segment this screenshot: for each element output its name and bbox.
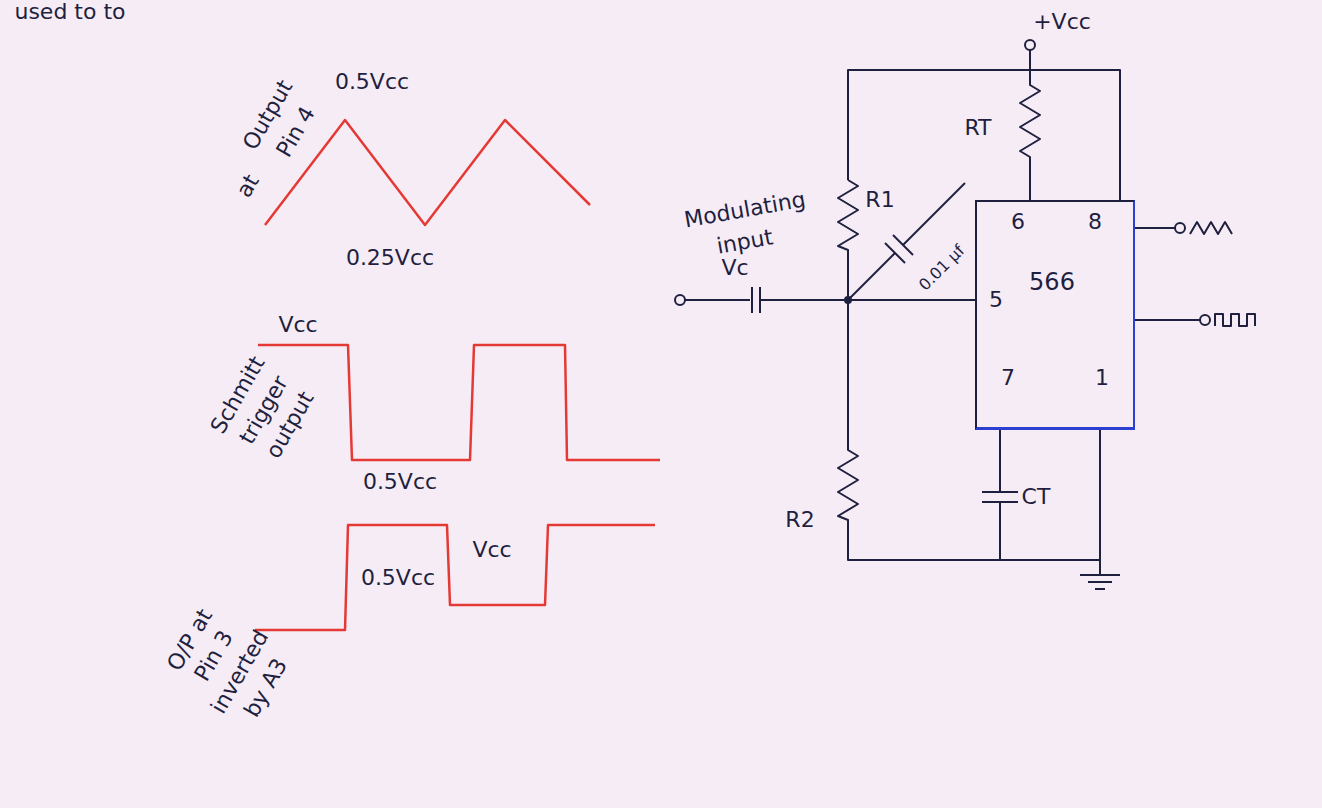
supply-wire [848,70,1120,200]
resistor-symbol [1020,70,1040,200]
pin-number: 7 [1001,367,1015,389]
component-label: RT [964,117,991,139]
waveform-caption: at [233,171,263,201]
resistor-symbol [838,300,1100,560]
waveforms [255,120,660,630]
voltage-level: 0.25Vcc [346,247,434,269]
chip-number: 566 [1029,270,1075,294]
voltage-level: Vcc [278,314,317,336]
capacitor-symbol [751,287,753,313]
input-terminal [675,295,685,305]
wiring [675,40,1255,589]
inverted-square-wave [255,525,655,630]
pin-number: 1 [1095,367,1109,389]
note-text: used to to [14,1,125,23]
ground-symbol [1080,574,1120,576]
input-label: input [715,226,775,257]
voltage-level: 0.5Vcc [363,471,437,493]
voltage-level: Vcc [472,539,511,561]
component-label: R1 [865,189,894,211]
pin-number: 8 [1088,211,1102,233]
triangle-symbol [1190,222,1232,234]
triangle-wave [265,120,590,225]
resistor-symbol [838,180,858,300]
voltage-level: 0.5Vcc [335,71,409,93]
capacitor-symbol [982,491,1018,493]
schmitt-square-wave [258,345,660,460]
voltage-level: 0.5Vcc [361,567,435,589]
supply-terminal [1025,40,1035,50]
component-label: CT [1022,486,1051,508]
signal-name: Vc [721,257,748,279]
input-label: Modulating [683,189,808,232]
pin-number: 6 [1011,211,1025,233]
capacitor-symbol [885,243,905,263]
supply-label: +Vcc [1033,11,1091,33]
ic-box: 566 [975,200,1135,430]
capacitor-value: 0.01 μf [916,242,967,293]
component-label: R2 [785,509,814,531]
pin-number: 5 [989,289,1003,311]
output-terminal [1175,223,1185,233]
output-terminal [1200,315,1210,325]
square-symbol [1215,314,1255,326]
